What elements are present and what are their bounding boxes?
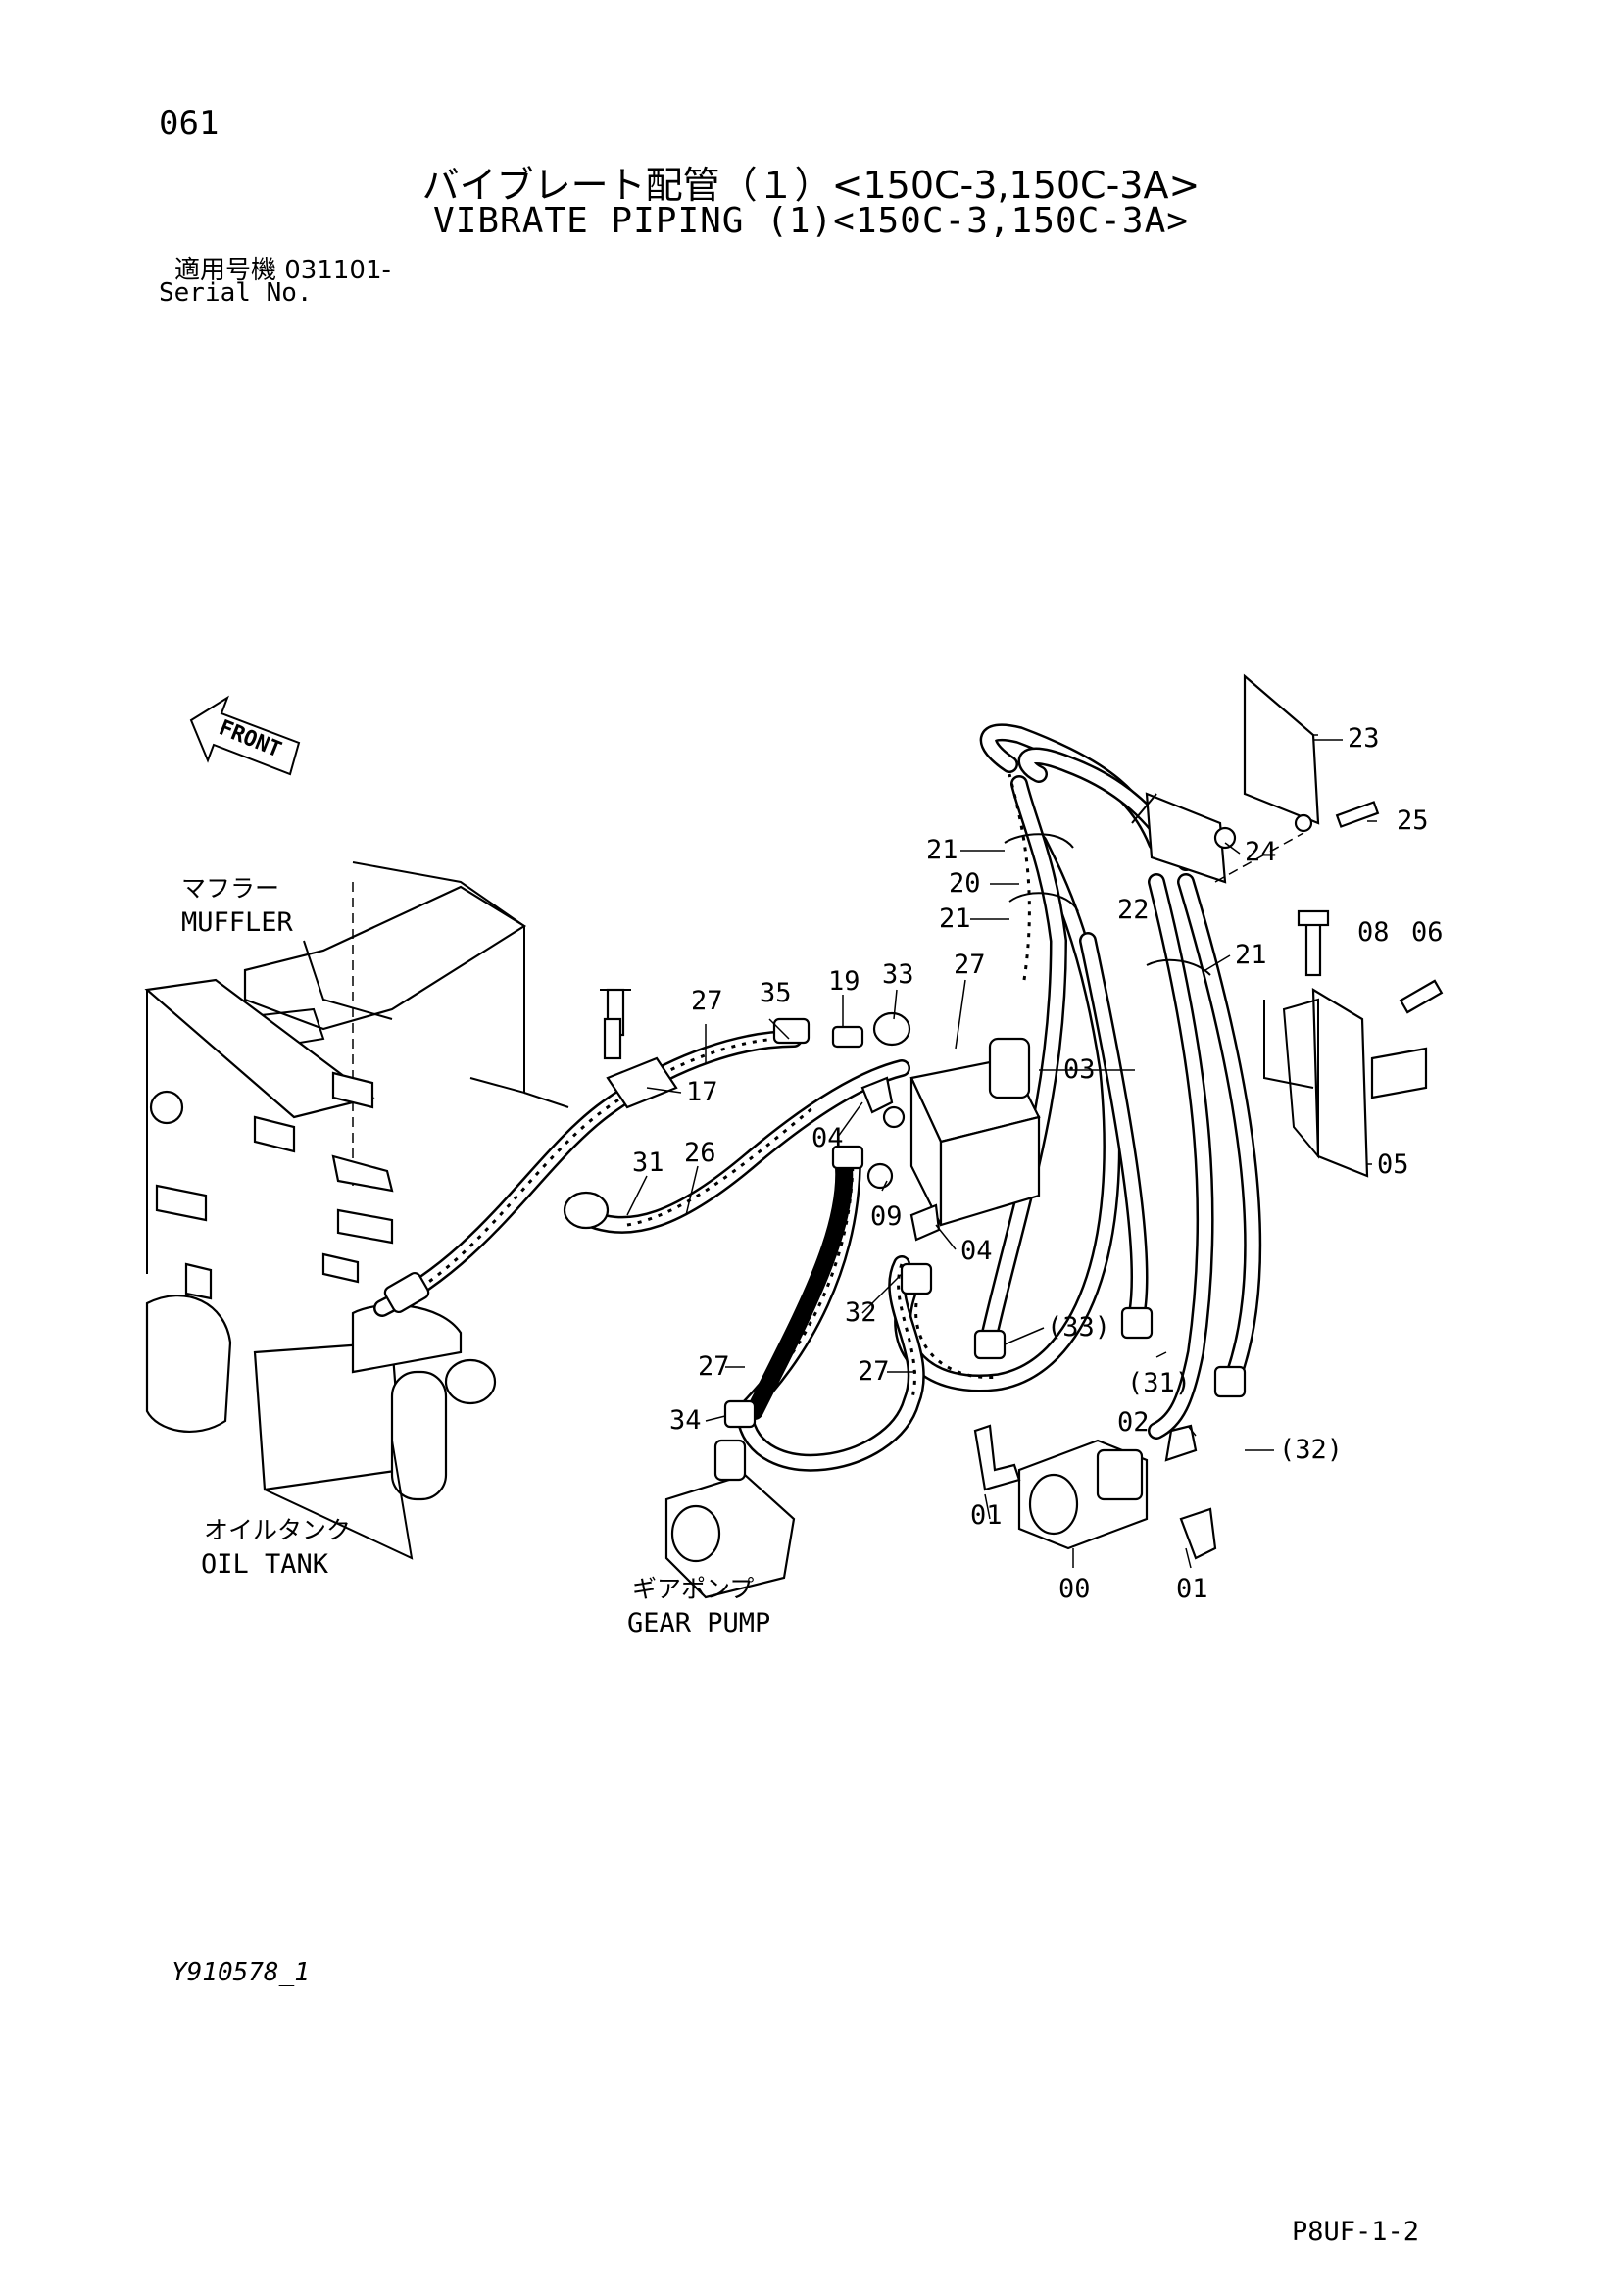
leader-lines [626,734,1377,1569]
callout-21-right: 21 [1235,940,1267,970]
muffler-label-japanese: マフラー [181,874,279,903]
callout-20: 20 [949,868,981,899]
guard-plate [1131,673,1320,884]
callout-32: 32 [845,1297,877,1328]
callout-01-right: 01 [1176,1574,1208,1604]
serial-label-english: Serial No. [159,278,313,308]
front-arrow: FRONT [189,695,301,776]
drawing-id: Y910578_1 [172,1958,310,1987]
callout-25: 25 [1397,806,1429,836]
gear-pump-label-english: GEAR PUMP [627,1608,770,1638]
callout-05: 05 [1377,1149,1409,1180]
callout-08: 08 [1357,917,1390,948]
page-title-japanese: バイブレート配管（１）<150C-3,150C-3A> [421,164,1201,207]
serial-range-japanese: 適用号機 031101- [174,256,391,285]
callout-27-center: 27 [858,1356,890,1387]
valve-block [866,1037,1041,1227]
callout-09: 09 [870,1201,903,1232]
callout-17: 17 [686,1077,718,1107]
gear-pump-label-japanese: ギアポンプ [632,1575,754,1603]
callout-33: 33 [882,959,914,990]
bolts [603,801,1444,1060]
oil-tank-drawing [145,1295,497,1560]
oil-tank-label-english: OIL TANK [201,1549,329,1580]
bracket-05 [1263,988,1428,1178]
callout-06: 06 [1411,917,1444,948]
callout-01-left: 01 [970,1500,1003,1531]
callout-labels: 23 25 21 20 21 24 22 21 08 06 27 35 19 3… [632,723,1444,1604]
muffler-drawing [144,861,569,1186]
callout-33-ref: (33) [1047,1312,1110,1343]
callout-26: 26 [684,1138,716,1168]
callout-34: 34 [669,1405,702,1436]
hose-clamps [1004,833,1211,976]
callout-27-left: 27 [698,1351,730,1382]
callout-04-lower: 04 [960,1236,993,1266]
component-labels: マフラー MUFFLER オイルタンク OIL TANK ギアポンプ GEAR … [181,874,770,1638]
hose-fittings [383,1011,1247,1429]
callout-02: 02 [1117,1407,1150,1438]
page-number: 061 [159,104,220,143]
callout-35: 35 [760,978,792,1008]
callout-32-ref: (32) [1279,1435,1343,1465]
clamp-17 [600,988,678,1109]
callout-27-top-right: 27 [954,950,986,980]
callout-23: 23 [1348,723,1380,754]
callout-19: 19 [828,966,860,997]
gear-pump-left [664,1439,796,1599]
callout-31-ref: (31) [1127,1368,1191,1398]
callout-03: 03 [1063,1054,1096,1085]
frame-brackets [146,990,394,1300]
callout-27-top-left: 27 [691,986,723,1016]
front-label: FRONT [216,715,285,762]
page-reference: P8UF-1-2 [1292,2217,1420,2247]
page-title-english: VIBRATE PIPING (1)<150C-3,150C-3A> [433,201,1189,241]
callout-22: 22 [1117,895,1150,925]
callout-04-upper: 04 [811,1123,844,1153]
callout-21-upper: 21 [926,835,958,865]
hoses [373,723,1262,1472]
callout-21-middle: 21 [939,904,971,934]
oil-tank-label-japanese: オイルタンク [204,1516,351,1544]
callout-24: 24 [1245,837,1277,867]
gear-pump-right [1017,1439,1149,1550]
callout-00: 00 [1058,1574,1091,1604]
elbow-fittings [831,1025,941,1242]
fittings-01-02 [973,1424,1217,1560]
muffler-label-english: MUFFLER [181,907,294,938]
callout-31: 31 [632,1148,664,1178]
